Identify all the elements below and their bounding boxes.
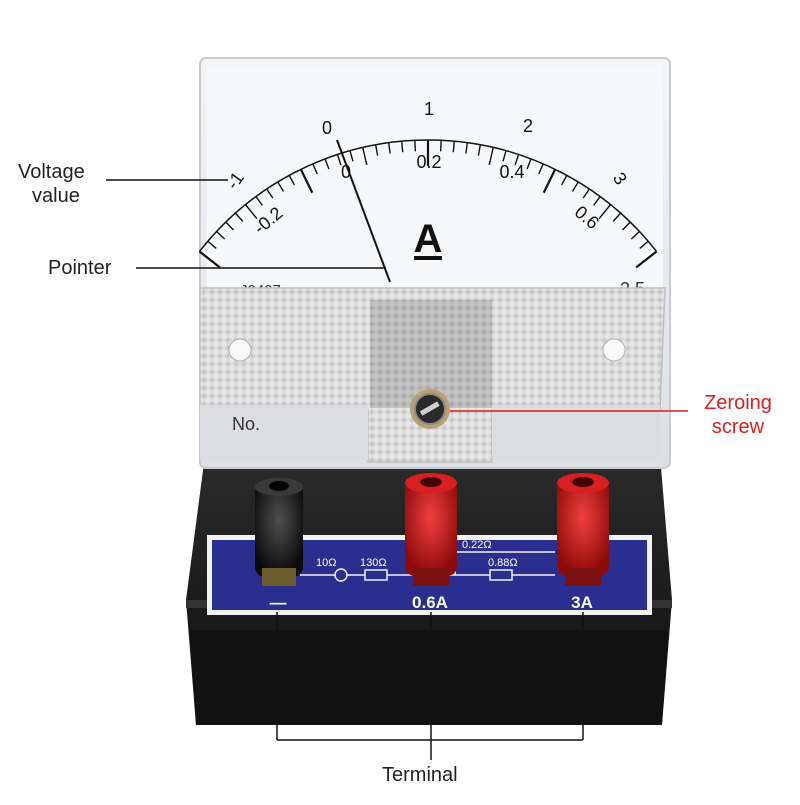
zeroing-screw-label-line1: Zeroing: [690, 391, 786, 415]
terminal-label-3A: 3A: [571, 593, 593, 612]
resistor-label: 10Ω: [316, 557, 336, 569]
terminal-label-negative: —: [270, 593, 287, 612]
voltage-value-label-line2: value: [18, 184, 85, 208]
zeroing-screw-label: Zeroing screw: [690, 391, 786, 439]
terminal-post-3A[interactable]: [557, 473, 609, 586]
terminal-label: Terminal: [382, 763, 458, 787]
knurled-cover: [200, 288, 665, 462]
upper-scale-label: 1: [424, 99, 434, 119]
resistor-label: 130Ω: [360, 557, 387, 569]
voltage-value-label: Voltage value: [18, 160, 85, 208]
resistor-label: 0.22Ω: [462, 539, 492, 551]
terminal-label-0.6A: 0.6A: [412, 593, 448, 612]
zeroing-screw[interactable]: [410, 389, 450, 429]
lower-scale-label: 0.2: [416, 152, 441, 172]
scale-tick: [453, 141, 454, 152]
upper-scale-label: 2: [523, 116, 533, 136]
upper-scale-label: 0: [322, 118, 332, 138]
lower-scale-label: 0.4: [499, 162, 524, 182]
terminal-post-0.6A[interactable]: [405, 473, 457, 586]
terminal-post-negative[interactable]: [255, 478, 303, 586]
pointer-label: Pointer: [48, 256, 111, 280]
serial-no-label: No.: [232, 414, 260, 434]
voltage-value-label-line1: Voltage: [18, 160, 85, 184]
resistor-label: 0.88Ω: [488, 557, 518, 569]
scale-tick: [402, 141, 403, 152]
zeroing-screw-label-line2: screw: [690, 415, 786, 439]
unit-symbol: A: [414, 217, 443, 261]
